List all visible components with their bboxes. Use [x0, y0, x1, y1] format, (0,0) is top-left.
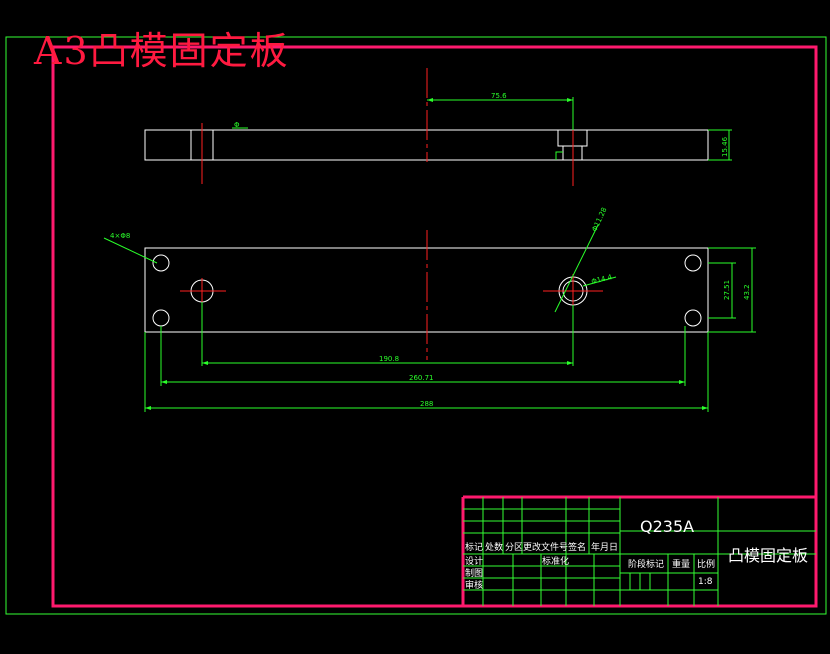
header-mark: 标记 — [465, 541, 483, 553]
standardization-label: 标准化 — [542, 555, 569, 567]
weight-label: 重量 — [672, 558, 690, 570]
drawing-border — [51, 45, 818, 608]
part-name: 凸模固定板 — [728, 546, 808, 565]
header-date: 年月日 — [591, 541, 618, 553]
header-count: 处数 — [485, 541, 503, 553]
scale-label: 比例 — [697, 558, 715, 570]
dim-left-hole-note: 4×Φ8 — [110, 232, 130, 240]
dim-hole-spacing: 75.6 — [491, 92, 507, 100]
outer-frame — [5, 36, 827, 615]
header-signature: 签名 — [568, 541, 586, 553]
sheet-title: A3凸模固定板 — [34, 29, 290, 73]
dim-pin-hole-dia: Φ11.28 — [591, 206, 609, 233]
dim-center-distance: 190.8 — [379, 355, 399, 363]
header-zone: 分区 — [505, 542, 523, 553]
dim-overall-length: 288 — [420, 400, 433, 408]
side-view — [144, 68, 732, 186]
dim-width: 43.2 — [743, 284, 751, 300]
material-label: Q235A — [640, 517, 694, 536]
mounting-hole — [684, 254, 702, 272]
mounting-hole — [152, 254, 170, 272]
mounting-hole — [152, 309, 170, 327]
title-block — [461, 495, 816, 606]
mounting-hole — [684, 309, 702, 327]
dim-vertical-gap: 27.51 — [723, 280, 731, 300]
row-drawing: 制图 — [465, 567, 483, 579]
dim-mounting-span: 260.71 — [409, 374, 434, 382]
stage-mark-label: 阶段标记 — [628, 558, 664, 570]
dim-hole-dia: Φ14.4 — [591, 273, 614, 286]
plan-view — [103, 224, 756, 412]
dim-symbol: Φ — [234, 121, 240, 129]
row-design: 设计 — [465, 555, 483, 567]
dim-thickness: 15.46 — [721, 136, 729, 157]
scale-value: 1:8 — [698, 577, 713, 587]
header-change-doc: 更改文件号 — [523, 541, 568, 553]
row-review: 审核 — [465, 579, 483, 591]
